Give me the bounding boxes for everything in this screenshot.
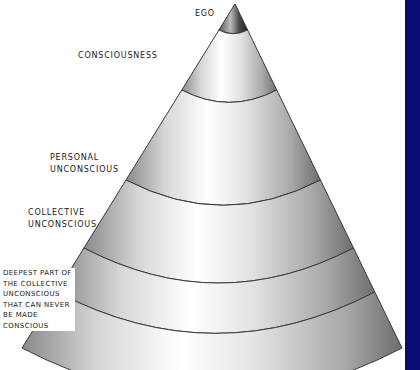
layer-label: PERSONAL UNCONSCIOUS [50, 152, 130, 176]
cone-band [126, 90, 320, 205]
cone-cap [219, 4, 248, 34]
layer-label: COLLECTIVE UNCONSCIOUS [28, 207, 108, 231]
cone-band [182, 30, 277, 102]
cone [22, 4, 402, 370]
cone-band [22, 292, 402, 370]
layer-label: EGO [195, 8, 235, 20]
layer-label: CONSCIOUSNESS [78, 50, 188, 62]
layer-label: DEEPEST PART OF THE COLLECTIVE UNCONSCIO… [3, 268, 75, 331]
